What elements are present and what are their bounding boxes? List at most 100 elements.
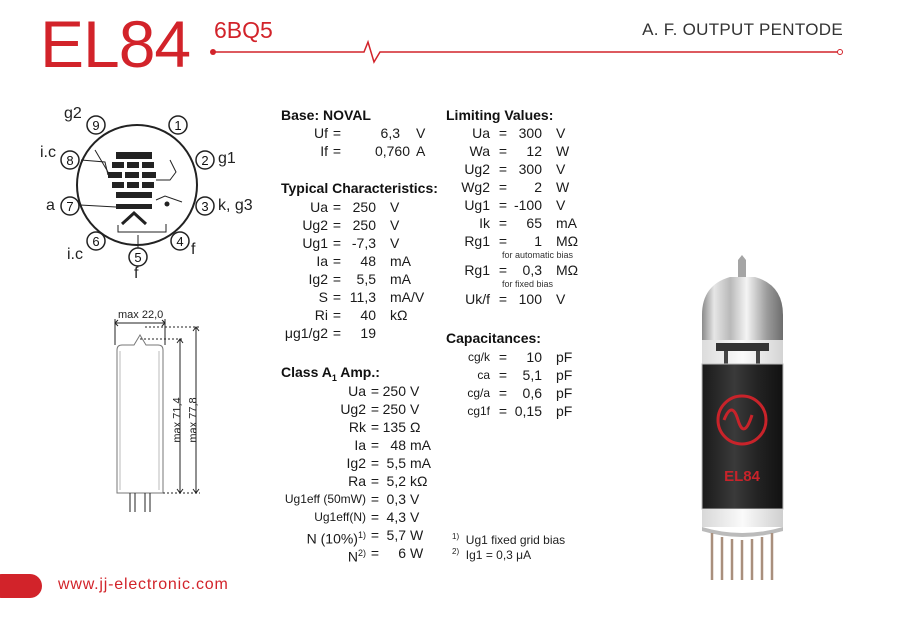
website-link[interactable]: www.jj-electronic.com — [58, 576, 229, 593]
spec-value: 19 — [360, 325, 376, 341]
spec-row: Uf = 6,3 V — [280, 124, 440, 142]
spec-row: Ig2 = 5,5 mA — [280, 270, 440, 288]
spec-unit: V — [556, 197, 566, 213]
equals-sign: = — [332, 307, 342, 323]
equals-sign: = — [370, 437, 380, 453]
spec-symbol: Ug1 — [302, 235, 328, 251]
spec-row: ca = 5,1 pF — [446, 366, 596, 384]
dimension-width-label: max 22,0 — [118, 309, 164, 321]
spec-row: Ug1 = -100 V — [446, 196, 596, 214]
pin-number-4: 4 — [176, 234, 183, 249]
equals-sign: = — [370, 419, 380, 435]
spec-unit: V — [416, 125, 426, 141]
spec-value: 5,5 — [356, 271, 376, 287]
spec-value: 0,6 — [522, 385, 542, 401]
spec-symbol: Ua — [348, 383, 366, 399]
spec-symbol: Ia — [354, 437, 366, 453]
spec-row: Ug2 = 250 V — [280, 400, 450, 418]
spec-symbol: Rg1 — [464, 262, 490, 278]
spec-symbol: S — [318, 289, 328, 305]
equals-sign: = — [498, 262, 508, 278]
spec-unit: W — [410, 545, 424, 561]
spec-symbol: cg/k — [467, 350, 490, 364]
spec-symbol: Rk — [348, 419, 366, 435]
spec-value: 250 — [352, 199, 376, 215]
spec-symbol: Ri — [314, 307, 328, 323]
spec-symbol: Uf — [314, 125, 328, 141]
spec-symbol: N (10%)1) — [280, 526, 366, 548]
bias-note: for automatic bias — [502, 250, 574, 260]
spec-value: 0,15 — [514, 403, 542, 419]
equals-sign: = — [332, 253, 342, 269]
spec-row: If = 0,760 A — [280, 142, 440, 160]
equals-sign: = — [332, 125, 342, 141]
spec-value: 0,760 — [374, 143, 410, 159]
spec-row: Ri = 40 kΩ — [280, 306, 440, 324]
spec-value: 5,5 — [386, 455, 406, 471]
pin-number-9: 9 — [92, 118, 99, 133]
spec-row: Uk/f = 100 V — [446, 290, 596, 308]
spec-unit: V — [410, 491, 420, 507]
spec-value: 4,3 — [386, 509, 406, 525]
spec-value: 65 — [526, 215, 542, 231]
class-a-title-text: Class A — [281, 364, 332, 380]
equals-sign: = — [332, 217, 342, 233]
spec-symbol: Ua — [310, 199, 328, 215]
spec-row: cg/k = 10 pF — [446, 348, 596, 366]
spec-unit: pF — [556, 349, 573, 365]
pin-label-k-g3: k, g3 — [218, 197, 253, 214]
spec-unit: V — [410, 383, 420, 399]
footnote: 1) Ug1 fixed grid bias — [452, 532, 565, 547]
spec-unit: mA/V — [390, 289, 425, 305]
spec-row: Ua = 250 V — [280, 382, 450, 400]
spec-unit: W — [556, 143, 570, 159]
spec-value: 250 — [382, 383, 406, 399]
pin-label-a: a — [46, 197, 55, 214]
spec-value: 48 — [390, 437, 406, 453]
spec-unit: V — [390, 199, 400, 215]
spec-row: Ug2 = 250 V — [280, 216, 440, 234]
spec-row: Ia = 48 mA — [280, 252, 440, 270]
spec-value: 300 — [518, 125, 542, 141]
capacitances-table: cg/k = 10 pF ca = 5,1 pF cg/a = 0,6 pF c… — [446, 348, 596, 420]
spec-value: 100 — [518, 291, 542, 307]
equals-sign: = — [332, 289, 342, 305]
spec-unit: V — [556, 291, 566, 307]
equals-sign: = — [498, 367, 508, 383]
pin-label-ic-bottom: i.c — [67, 246, 83, 263]
spec-unit: V — [390, 217, 400, 233]
electrode-structure — [108, 152, 156, 226]
spec-value: 10 — [526, 349, 542, 365]
spec-symbol: Uk/f — [465, 291, 490, 307]
spec-symbol: Ra — [348, 473, 366, 489]
spec-row: Wa = 12 W — [446, 142, 596, 160]
equals-sign: = — [332, 235, 342, 251]
tube-type-title: EL84 — [40, 7, 191, 81]
spec-symbol: Ig2 — [346, 455, 366, 471]
pin-label-g1: g1 — [218, 150, 236, 167]
spec-symbol: Ik — [479, 215, 490, 231]
equals-sign: = — [370, 383, 380, 399]
spec-value: 6 — [398, 545, 406, 561]
header-divider-line — [210, 39, 843, 64]
equals-sign: = — [498, 143, 508, 159]
spec-value: -100 — [513, 197, 542, 213]
pin-number-6: 6 — [92, 234, 99, 249]
limiting-section-title: Limiting Values: — [446, 107, 554, 123]
spec-unit: mA — [410, 455, 431, 471]
class-a-title-suffix: Amp.: — [336, 364, 380, 380]
dimension-body-length-label: max 71,4 — [171, 397, 184, 443]
equals-sign: = — [332, 271, 342, 287]
spec-row: N2) = 6 W — [280, 544, 450, 565]
typical-section-title: Typical Characteristics: — [281, 180, 438, 196]
spec-row: Rk = 135 Ω — [280, 418, 450, 436]
equals-sign: = — [498, 125, 508, 141]
spec-unit: Ω — [410, 419, 421, 435]
class-a-title-subscript: 1 — [331, 372, 337, 383]
footnote-marker: 1) — [357, 530, 366, 540]
spec-symbol: Rg1 — [464, 233, 490, 249]
equals-sign: = — [332, 143, 342, 159]
bias-note: for fixed bias — [502, 279, 554, 289]
spec-unit: MΩ — [556, 262, 579, 278]
footnote: 2) Ig1 = 0,3 μA — [452, 547, 531, 562]
